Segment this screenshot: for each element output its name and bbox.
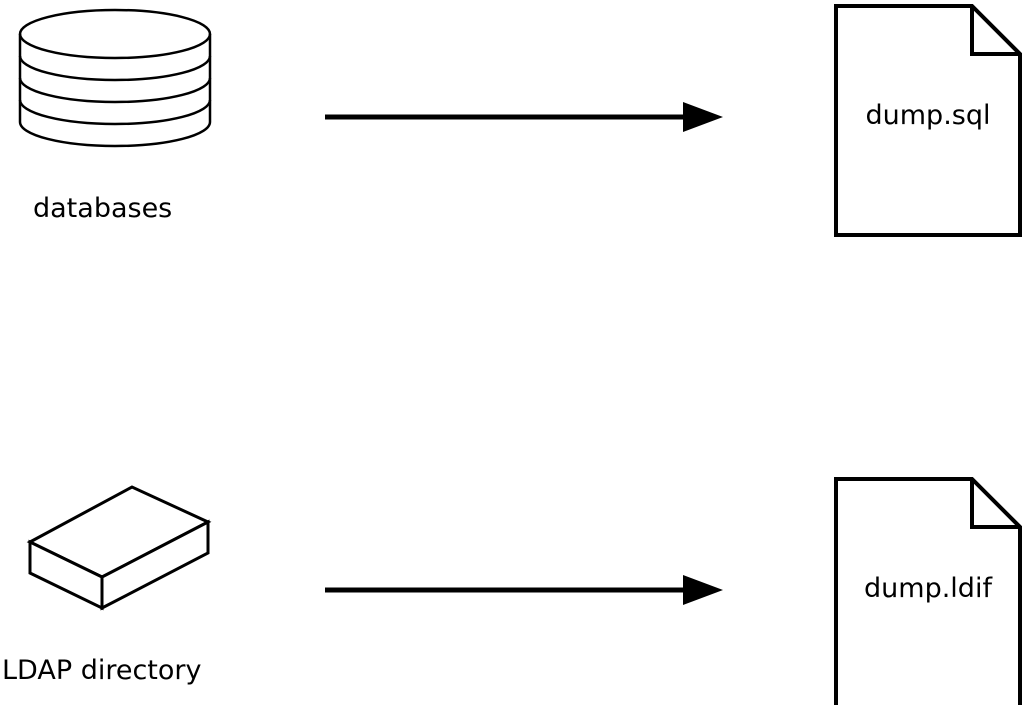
- document-outline: [834, 477, 1022, 705]
- source-label-ldap: LDAP directory: [2, 655, 202, 686]
- right-arrow-icon: [325, 575, 723, 605]
- arrow-head: [683, 102, 723, 132]
- document-icon: [834, 4, 1022, 237]
- folded-corner: [970, 6, 1020, 56]
- file-name-sql: dump.sql: [865, 100, 991, 131]
- box-right-face: [100, 519, 210, 611]
- box-icon: [26, 485, 212, 611]
- database-cylinder-icon: [18, 8, 212, 148]
- document-icon: [834, 477, 1022, 705]
- cylinder-disc-line: [18, 55, 212, 82]
- folded-corner: [970, 479, 1020, 529]
- file-name-ldif: dump.ldif: [864, 573, 992, 604]
- cylinder-disc-line: [18, 99, 212, 126]
- document-outline: [834, 4, 1022, 237]
- right-arrow-icon: [325, 102, 723, 132]
- cylinder-body: [18, 34, 212, 148]
- arrow-head: [683, 575, 723, 605]
- source-label-databases: databases: [33, 193, 173, 224]
- cylinder-disc-line: [18, 77, 212, 104]
- cylinder-top: [18, 8, 212, 60]
